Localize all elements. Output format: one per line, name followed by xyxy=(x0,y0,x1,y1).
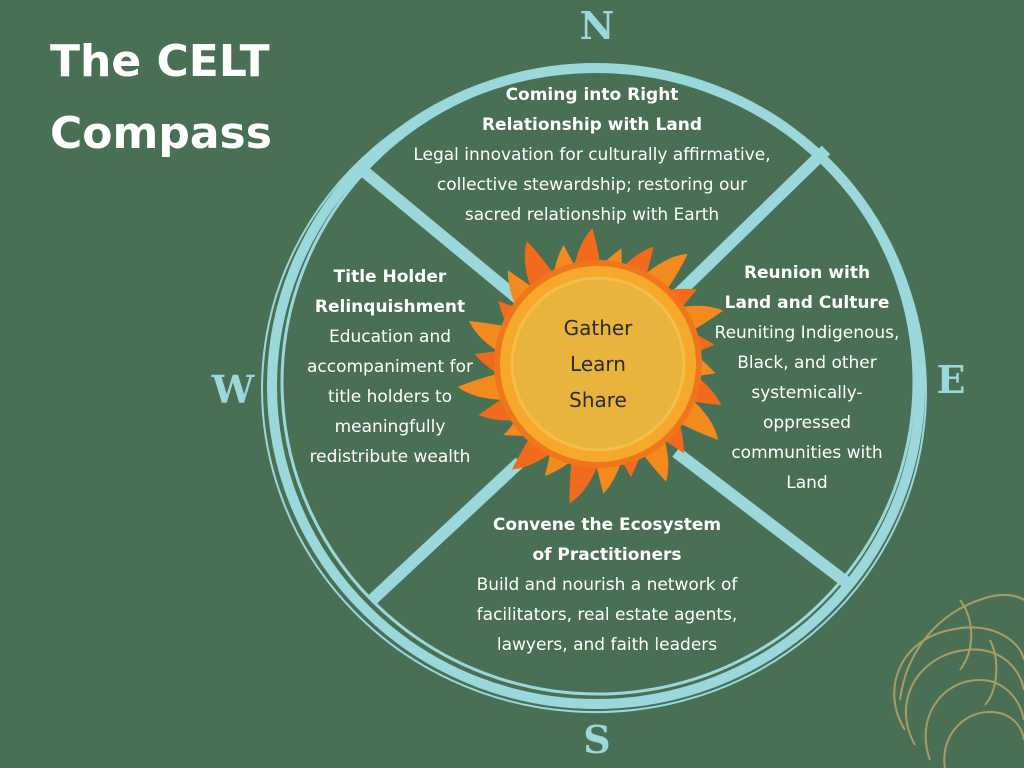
page-title-line-1: The CELT xyxy=(50,36,270,88)
quadrant-south-text: Build and nourish a network of xyxy=(432,570,782,600)
quadrant-west-text: title holders to xyxy=(290,382,490,412)
quadrant-east: Reunion with Land and Culture Reuniting … xyxy=(702,258,912,498)
quadrant-south: Convene the Ecosystem of Practitioners B… xyxy=(432,510,782,660)
center-word-learn: Learn xyxy=(548,346,648,382)
cardinal-west-label: W xyxy=(208,370,258,410)
quadrant-west-text: meaningfully xyxy=(290,412,490,442)
quadrant-north-text: collective stewardship; restoring our xyxy=(392,170,792,200)
quadrant-east-text: oppressed xyxy=(702,408,912,438)
cardinal-north-label: N xyxy=(572,6,622,46)
quadrant-east-text: Reuniting Indigenous, xyxy=(702,318,912,348)
quadrant-east-text: Black, and other xyxy=(702,348,912,378)
quadrant-north-text: sacred relationship with Earth xyxy=(392,200,792,230)
cardinal-east-label: E xyxy=(926,360,976,400)
quadrant-east-heading: Land and Culture xyxy=(702,288,912,318)
quadrant-west-text: Education and xyxy=(290,322,490,352)
quadrant-north-heading: Relationship with Land xyxy=(392,110,792,140)
quadrant-south-heading: Convene the Ecosystem xyxy=(432,510,782,540)
quadrant-south-heading: of Practitioners xyxy=(432,540,782,570)
quadrant-east-text: communities with xyxy=(702,438,912,468)
quadrant-east-text: systemically- xyxy=(702,378,912,408)
page-title-line-2: Compass xyxy=(50,108,272,160)
quadrant-east-heading: Reunion with xyxy=(702,258,912,288)
cardinal-south-label: S xyxy=(572,720,622,760)
quadrant-west-heading: Relinquishment xyxy=(290,292,490,322)
quadrant-north-heading: Coming into Right xyxy=(392,80,792,110)
center-word-share: Share xyxy=(548,382,648,418)
quadrant-south-text: facilitators, real estate agents, xyxy=(432,600,782,630)
quadrant-west-text: accompaniment for xyxy=(290,352,490,382)
quadrant-west: Title Holder Relinquishment Education an… xyxy=(290,262,490,472)
quadrant-north-text: Legal innovation for culturally affirmat… xyxy=(392,140,792,170)
lotus-outline-icon xyxy=(894,595,1024,768)
center-word-gather: Gather xyxy=(548,310,648,346)
quadrant-west-heading: Title Holder xyxy=(290,262,490,292)
quadrant-north: Coming into Right Relationship with Land… xyxy=(392,80,792,230)
quadrant-east-text: Land xyxy=(702,468,912,498)
quadrant-south-text: lawyers, and faith leaders xyxy=(432,630,782,660)
quadrant-west-text: redistribute wealth xyxy=(290,442,490,472)
